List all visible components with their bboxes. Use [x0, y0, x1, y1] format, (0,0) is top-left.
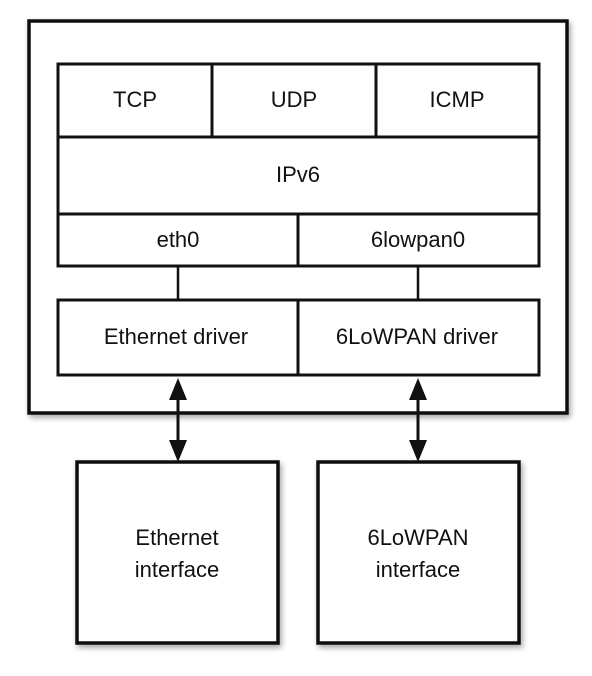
ethernet-bidirectional-arrow — [169, 378, 187, 462]
lowpan-interface-box — [316, 460, 521, 645]
eth0-label: eth0 — [157, 227, 200, 252]
ethernet-interface: Ethernet interface — [75, 460, 280, 645]
lowpan-driver-label: 6LoWPAN driver — [336, 324, 498, 349]
ethernet-interface-label-line1: Ethernet — [135, 525, 218, 550]
lowpan0-label: 6lowpan0 — [371, 227, 465, 252]
tcp-box — [56, 62, 214, 139]
eth0-box — [56, 212, 300, 268]
lowpan-bidirectional-arrow — [409, 378, 427, 462]
ethernet-driver-box — [56, 298, 300, 377]
lowpan-interface-label-line1: 6LoWPAN — [367, 525, 468, 550]
ipv6-label: IPv6 — [276, 162, 320, 187]
driver-row: Ethernet driver 6LoWPAN driver — [56, 298, 541, 377]
interface-row: eth0 6lowpan0 — [56, 212, 541, 268]
ethernet-interface-label-line2: interface — [135, 557, 219, 582]
transport-row: TCP UDP ICMP — [56, 62, 541, 139]
lowpan-interface-label-line2: interface — [376, 557, 460, 582]
ethernet-interface-box — [75, 460, 280, 645]
ethernet-driver-label: Ethernet driver — [104, 324, 248, 349]
icmp-box — [374, 62, 541, 139]
udp-label: UDP — [271, 87, 317, 112]
lowpan-interface: 6LoWPAN interface — [316, 460, 521, 645]
lowpan-driver-box — [296, 298, 541, 377]
tcp-label: TCP — [113, 87, 157, 112]
network-row: IPv6 — [56, 135, 541, 216]
icmp-label: ICMP — [430, 87, 485, 112]
